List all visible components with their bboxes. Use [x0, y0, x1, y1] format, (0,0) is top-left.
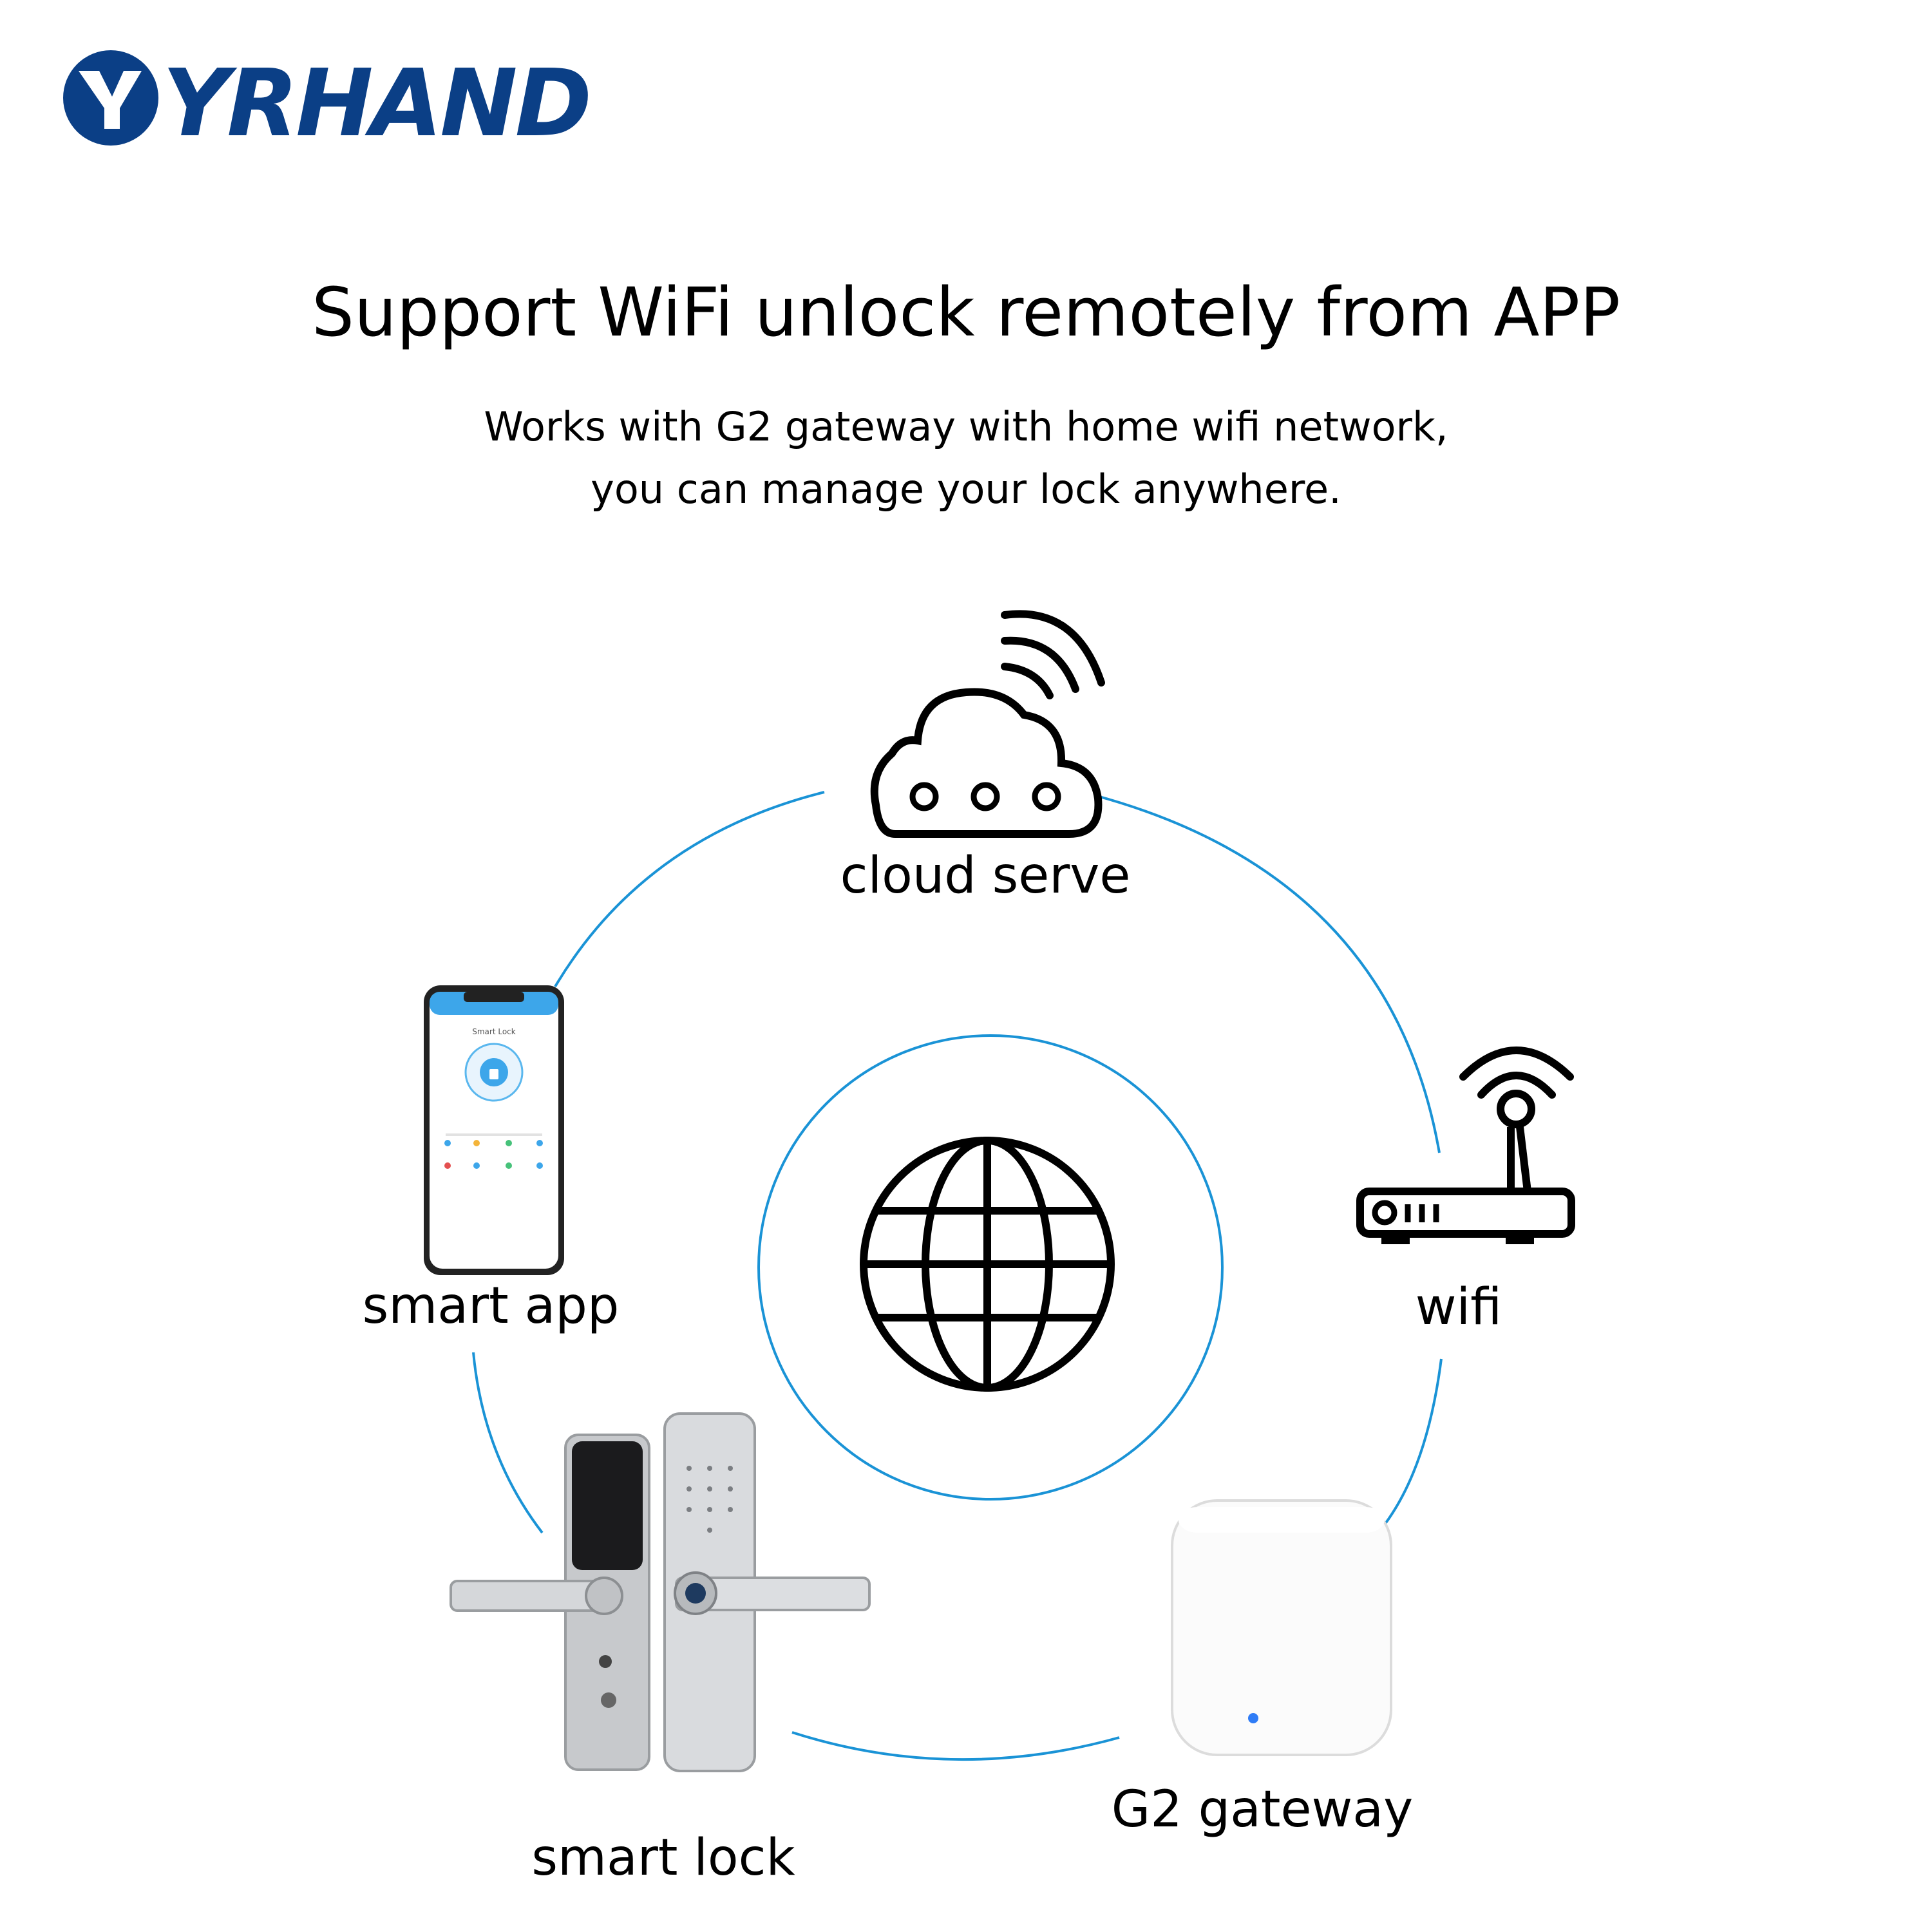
subtitle-line-2: you can manage your lock anywhere.: [591, 466, 1341, 513]
arc-wifi-gateway: [1377, 1358, 1443, 1534]
connection-ring: [472, 791, 1443, 1761]
brand-wordmark: YRHAND: [162, 49, 592, 157]
label-smart-app: smart app: [362, 1277, 620, 1335]
phone-screen-title: Smart Lock: [472, 1027, 516, 1036]
label-cloud-serve: cloud serve: [840, 847, 1131, 905]
subtitle-line-1: Works with G2 gateway with home wifi net…: [484, 403, 1448, 450]
brand-emblem: [63, 50, 158, 146]
router-icon: [1356, 1046, 1575, 1244]
page-title: Support WiFi unlock remotely from APP: [312, 273, 1620, 352]
arc-app-cloud: [554, 791, 825, 988]
arc-gateway-lock: [791, 1731, 1120, 1761]
cloud-icon: [870, 688, 1103, 838]
brand-logo: YRHAND: [59, 45, 607, 161]
label-wifi: wifi: [1415, 1278, 1502, 1336]
label-g2-gateway: G2 gateway: [1111, 1781, 1414, 1839]
label-smart-lock: smart lock: [531, 1829, 795, 1887]
gateway-device: [1171, 1499, 1392, 1756]
globe-icon: [860, 1137, 1115, 1392]
arc-lock-app: [472, 1352, 544, 1534]
signal-waves-icon: [1001, 610, 1105, 699]
inner-circle: [757, 1034, 1224, 1501]
smartphone: Smart Lock: [424, 985, 564, 1275]
door-lock: [450, 1412, 871, 1772]
arc-cloud-wifi: [1094, 794, 1441, 1153]
